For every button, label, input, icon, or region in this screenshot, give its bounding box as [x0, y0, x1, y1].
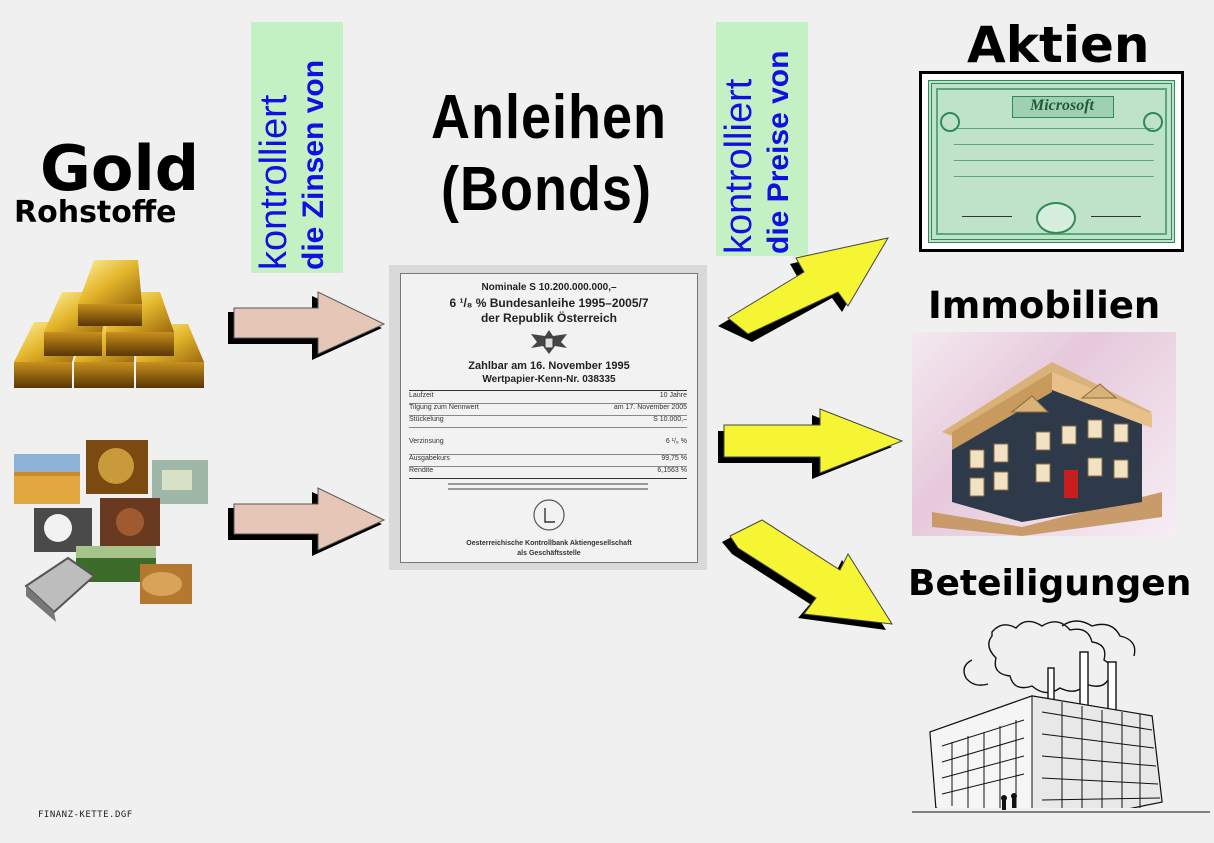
- certificate-brand: Microsoft: [1030, 97, 1094, 114]
- bond-footer2: als Geschäftsstelle: [517, 550, 581, 557]
- bond-footer1: Oesterreichische Kontrollbank Aktiengese…: [466, 540, 632, 547]
- rohstoffe-title: Rohstoffe: [14, 195, 177, 230]
- bonds-title: (Bonds): [441, 154, 652, 224]
- bond-line5: Wertpapier-Kenn-Nr. 038335: [482, 374, 616, 385]
- banner-right-line1: kontrolliert: [718, 78, 760, 254]
- arrow-rohstoffe-to-bonds: [228, 487, 386, 556]
- gold-title: Gold: [40, 132, 200, 205]
- arrow-bonds-to-aktien: [718, 237, 890, 342]
- banner-left-line1: kontrolliert: [253, 94, 295, 270]
- bond-line2: 6 ¹/₈ % Bundesanleihe 1995–2005/7: [449, 296, 649, 310]
- stock-certificate-image: Microsoft: [919, 71, 1184, 252]
- certificate-seal-icon: [1036, 202, 1076, 234]
- seal-icon: [533, 499, 565, 531]
- immobilien-title: Immobilien: [928, 284, 1161, 327]
- eagle-emblem-icon: [531, 330, 567, 354]
- banner-controls-interest: kontrolliert die Zinsen von: [251, 22, 343, 273]
- beteiligungen-title: Beteiligungen: [908, 563, 1192, 604]
- aktien-title: Aktien: [967, 16, 1150, 74]
- banner-left-line2: die Zinsen von: [297, 59, 330, 270]
- footer-filename: FINANZ-KETTE.DGF: [38, 810, 133, 820]
- house-image: [912, 332, 1176, 536]
- arrow-bonds-to-beteiligungen: [722, 519, 893, 630]
- banner-right-line2: die Preise von: [762, 50, 795, 254]
- bond-document-image: Nominale S 10.200.000.000,– 6 ¹/₈ % Bund…: [389, 265, 707, 570]
- arrow-gold-to-bonds: [228, 291, 386, 360]
- commodities-collage-image: [14, 440, 208, 622]
- factory-drawing-image: [912, 620, 1210, 834]
- bond-line4: Zahlbar am 16. November 1995: [468, 360, 630, 372]
- bond-line1: Nominale S 10.200.000.000,–: [481, 282, 617, 293]
- arrow-bonds-to-immobilien: [718, 408, 904, 479]
- gold-bars-image: [14, 260, 204, 388]
- banner-controls-prices: kontrolliert die Preise von: [716, 22, 808, 256]
- anleihen-title: Anleihen: [431, 82, 668, 152]
- bond-line3: der Republik Österreich: [480, 311, 618, 325]
